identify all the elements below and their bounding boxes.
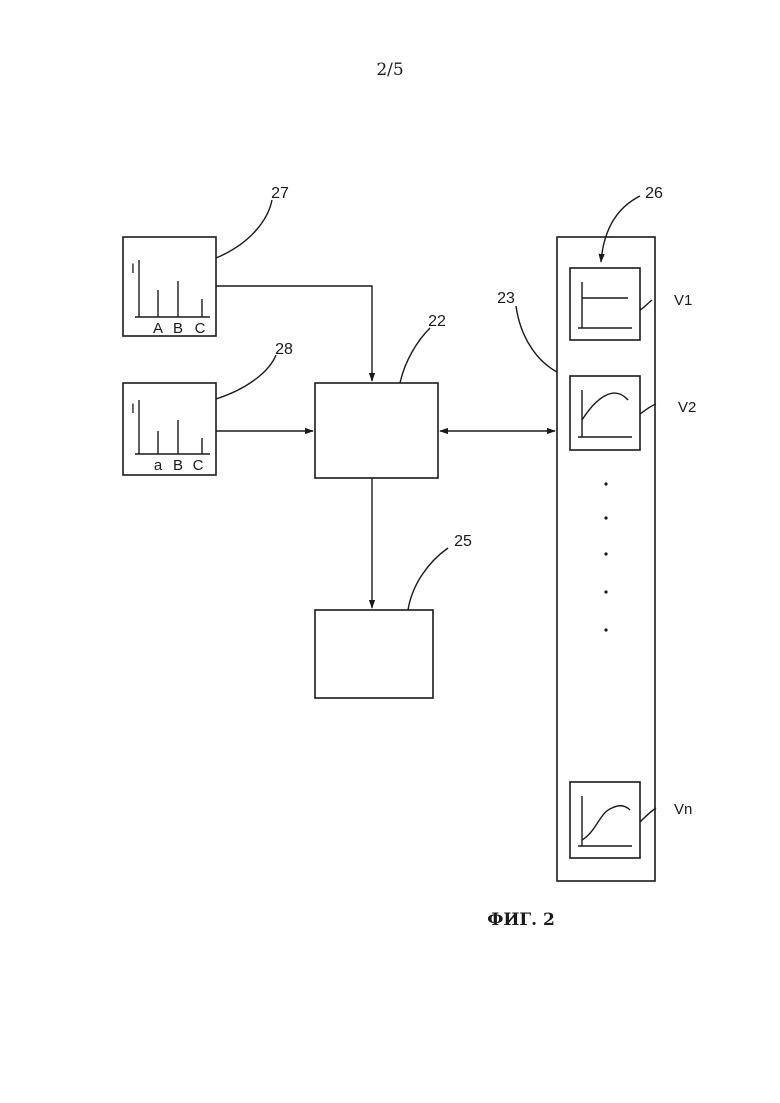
leader-line-23 [516,306,557,372]
output-block [315,610,433,698]
spectrum-bottom-peak-b: B [173,457,183,474]
figure-caption: ФИГ. 2 [487,910,555,930]
spectrum-top-peak-a: A [153,320,163,337]
ref-label-26: 26 [645,185,663,202]
thumbnail-vn [570,782,640,858]
arrow-spectrum-top-to-processor [216,286,372,381]
ref-label-25: 25 [454,533,472,550]
spectrum-bottom-peak-a: a [154,457,163,474]
spectrum-top-axis-label: I [131,260,135,276]
spectrum-top-peak-b: B [173,320,183,337]
spectrum-top-peak-c: C [195,320,206,337]
leader-line-vn [640,808,656,822]
view-label-v2: V2 [678,399,696,416]
thumbnail-v1 [570,268,640,340]
view-label-vn: Vn [674,801,692,818]
view-label-v1: V1 [674,292,692,309]
leader-line-25 [408,548,448,610]
processor-block [315,383,438,478]
ref-label-23: 23 [497,290,515,307]
leader-line-22 [400,328,430,383]
leader-line-v2 [640,404,656,414]
spectrum-box-bottom: I a B C [123,383,216,475]
ellipsis-dots [604,482,607,631]
page-number: 2/5 [376,60,403,80]
leader-line-28 [216,355,276,399]
ref-label-27: 27 [271,185,289,202]
ref-label-28: 28 [275,341,293,358]
spectrum-box-top: I A B C [123,237,216,337]
arrow-26 [601,196,640,262]
spectrum-bottom-peak-c: C [193,457,204,474]
ref-label-22: 22 [428,313,446,330]
leader-line-v1 [640,300,652,310]
thumbnail-v2 [570,376,640,450]
leader-line-27 [216,200,272,258]
spectrum-bottom-axis-label: I [131,400,135,416]
